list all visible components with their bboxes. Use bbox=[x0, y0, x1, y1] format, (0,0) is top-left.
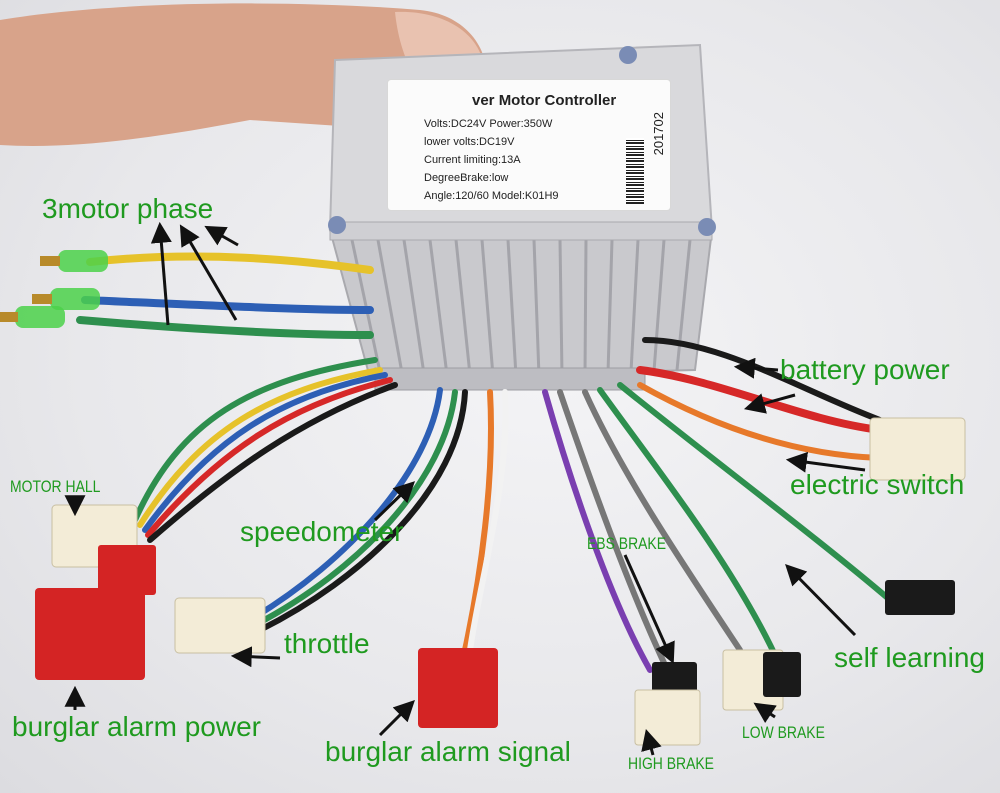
controller-label-sticker: ver Motor Controller Volts:DC24V Power:3… bbox=[388, 80, 670, 210]
label-burglar-alarm-power: burglar alarm power bbox=[12, 711, 261, 742]
sticker-line-current: Current limiting:13A bbox=[424, 154, 521, 166]
label-battery-power: battery power bbox=[780, 354, 950, 385]
barcode bbox=[626, 138, 644, 204]
sticker-line-lower-volts: lower volts:DC19V bbox=[424, 136, 515, 148]
label-low-brake: LOW BRAKE bbox=[742, 723, 825, 742]
label-high-brake: HIGH BRAKE bbox=[628, 754, 714, 773]
label-throttle: throttle bbox=[284, 628, 370, 659]
sticker-line-brake: DegreeBrake:low bbox=[424, 172, 509, 184]
sticker-date-code: 201702 bbox=[651, 112, 666, 156]
label-self-learning: self learning bbox=[834, 642, 985, 673]
label-motor-phase: 3motor phase bbox=[42, 193, 214, 224]
phase-connectors bbox=[0, 250, 108, 328]
sticker-title: ver Motor Controller bbox=[472, 92, 617, 109]
label-ebs-brake: EBS BRAKE bbox=[587, 534, 667, 553]
label-speedometer: speedometer bbox=[240, 516, 404, 547]
label-burglar-alarm-signal: burglar alarm signal bbox=[325, 736, 571, 767]
label-electric-switch: electric switch bbox=[790, 469, 965, 500]
label-motor-hall: MOTOR HALL bbox=[10, 477, 101, 496]
annotation-arrows bbox=[64, 221, 866, 756]
sticker-line-angle-model: Angle:120/60 Model:K01H9 bbox=[424, 190, 559, 202]
sticker-line-volts: Volts:DC24V Power:350W bbox=[424, 118, 553, 130]
wire-harness bbox=[76, 252, 893, 673]
plug-connectors bbox=[35, 417, 966, 746]
